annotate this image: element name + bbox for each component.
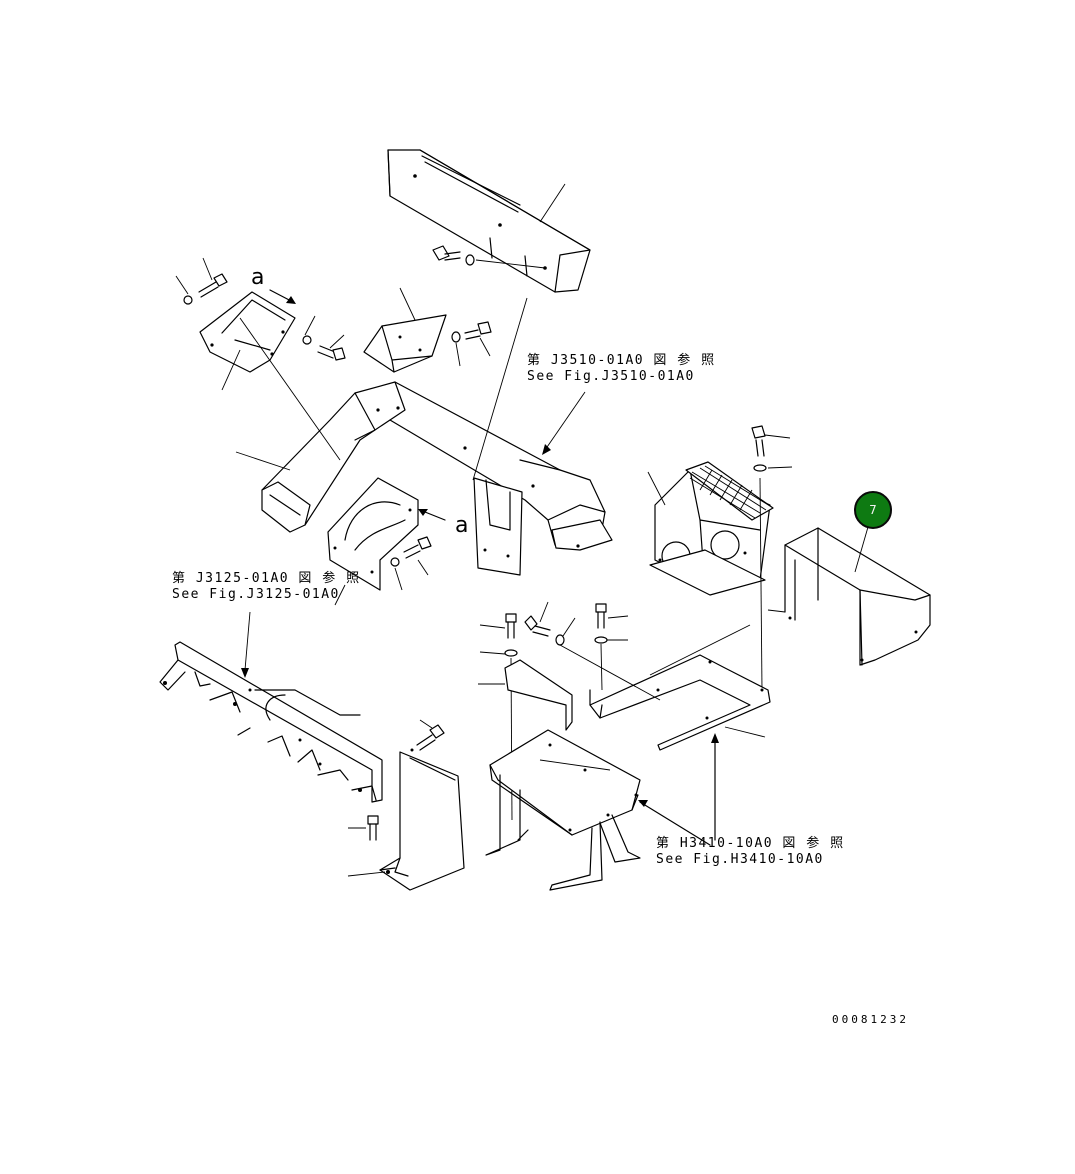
reference-j3510-jp: 第 J3510-01A0 図 参 照 xyxy=(527,353,716,368)
lower-half-bracket xyxy=(327,477,419,591)
arrow-view-a-top xyxy=(269,289,296,304)
tray-stand xyxy=(485,729,641,891)
leader-j3125 xyxy=(244,611,251,671)
reference-j3510[interactable]: 第 J3510-01A0 図 参 照 See Fig.J3510-01A0 xyxy=(527,353,716,385)
main-elbow-pipe xyxy=(235,317,613,551)
arrow-j3125 xyxy=(241,668,249,678)
callout-badge-7[interactable]: 7 xyxy=(854,491,892,529)
arrow-h3410 xyxy=(638,733,719,846)
reference-j3125[interactable]: 第 J3125-01A0 図 参 照 See Fig.J3125-01A0 xyxy=(172,571,361,603)
middle-small-bracket xyxy=(363,287,447,373)
leader-duct xyxy=(472,297,528,481)
arrow-view-a-bottom xyxy=(418,509,446,521)
leader-j3510 xyxy=(544,391,586,451)
drawing-number: 00081232 xyxy=(832,1013,909,1026)
bolt-top-center xyxy=(432,245,546,269)
bolts-center-right xyxy=(524,601,661,701)
reference-h3410-en: See Fig.H3410-10A0 xyxy=(656,852,824,867)
right-cover-item-7 xyxy=(767,526,931,666)
bolt-lower-bracket xyxy=(334,536,432,606)
bolt-shroud-side xyxy=(348,815,379,841)
reference-j3125-jp: 第 J3125-01A0 図 参 照 xyxy=(172,571,361,586)
arrow-j3510 xyxy=(542,444,551,455)
reference-h3410-jp: 第 H3410-10A0 図 参 照 xyxy=(656,836,845,851)
elbow-support-plate xyxy=(473,477,523,576)
lower-shroud xyxy=(347,748,465,891)
reference-j3510-en: See Fig.J3510-01A0 xyxy=(527,369,695,384)
view-mark-a-top: a xyxy=(251,265,265,290)
reference-j3125-en: See Fig.J3125-01A0 xyxy=(172,587,340,602)
bolt-shroud-top xyxy=(416,719,445,751)
long-support-bracket xyxy=(589,624,771,751)
upper-duct-cover xyxy=(387,149,591,293)
reference-h3410[interactable]: 第 H3410-10A0 図 参 照 See Fig.H3410-10A0 xyxy=(656,836,845,868)
view-mark-a-bottom: a xyxy=(455,513,469,538)
small-plate-bracket xyxy=(478,659,573,731)
left-long-rail xyxy=(159,641,383,803)
bolt-grille-top xyxy=(751,425,793,472)
left-top-bracket xyxy=(199,291,296,391)
bolt-left-top xyxy=(175,257,228,305)
bolt-left-washer xyxy=(302,315,346,361)
bolt-middle-right xyxy=(451,321,492,367)
grille-box xyxy=(647,461,774,691)
